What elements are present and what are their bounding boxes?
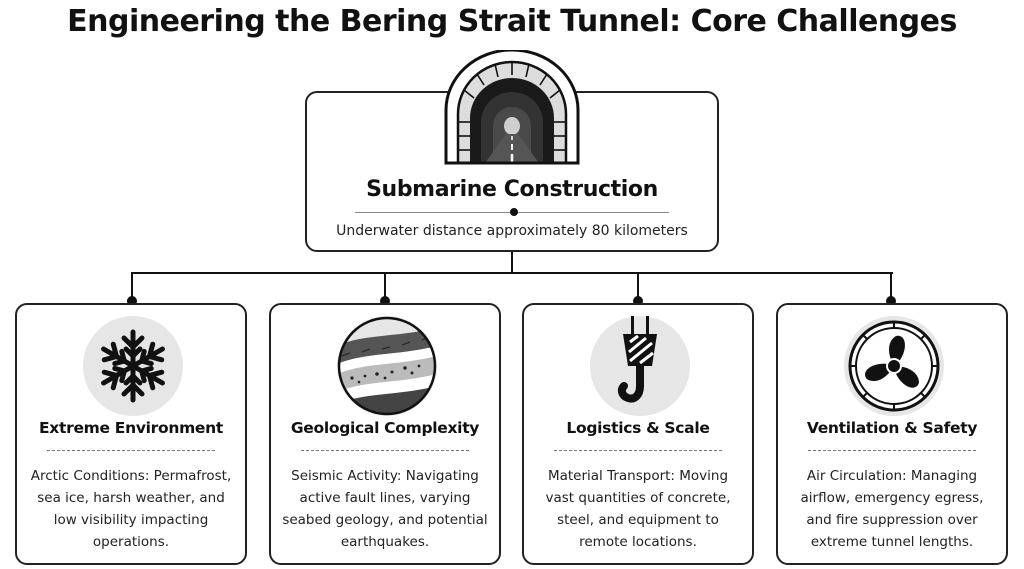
top-box-divider-dot	[510, 208, 518, 216]
card-description: Arctic Conditions: Permafrost, sea ice, …	[30, 468, 232, 550]
card-geological-complexity: Geological Complexity Seismic Activity: …	[269, 303, 501, 565]
crane-hook-icon	[590, 316, 690, 416]
card-divider	[808, 450, 976, 451]
card-description: Seismic Activity: Navigating active faul…	[282, 468, 488, 550]
branch-line	[131, 272, 893, 274]
top-box-description: Underwater distance approximately 80 kil…	[336, 223, 688, 239]
branch-drop-2	[384, 272, 386, 302]
connector-dot-1	[127, 296, 137, 306]
card-extreme-environment: Extreme Environment Arctic Conditions: P…	[15, 303, 247, 565]
rock-strata-icon	[337, 316, 437, 416]
card-logistics-scale: Logistics & Scale Material Transport: Mo…	[522, 303, 754, 565]
card-divider	[554, 450, 722, 451]
card-divider	[47, 450, 215, 451]
top-box-heading: Submarine Construction	[366, 177, 658, 202]
fan-icon	[844, 316, 944, 416]
card-title: Extreme Environment	[39, 419, 223, 437]
branch-drop-4	[890, 272, 892, 302]
card-description: Material Transport: Moving vast quantiti…	[545, 468, 731, 550]
page-title: Engineering the Bering Strait Tunnel: Co…	[67, 4, 957, 39]
branch-drop-3	[637, 272, 639, 302]
branch-drop-1	[131, 272, 133, 302]
card-title: Geological Complexity	[290, 419, 480, 437]
connector-dot-2	[380, 296, 390, 306]
trunk-line	[511, 252, 513, 273]
card-title: Logistics & Scale	[566, 419, 710, 437]
connector-dot-3	[633, 296, 643, 306]
card-ventilation-safety: Ventilation & Safety Air Circulation: Ma…	[776, 303, 1008, 565]
card-description: Air Circulation: Managing airflow, emerg…	[800, 468, 984, 550]
tunnel-icon	[443, 48, 581, 166]
connector-dot-4	[886, 296, 896, 306]
snowflake-icon	[83, 316, 183, 416]
card-title: Ventilation & Safety	[806, 419, 978, 437]
card-divider	[301, 450, 469, 451]
